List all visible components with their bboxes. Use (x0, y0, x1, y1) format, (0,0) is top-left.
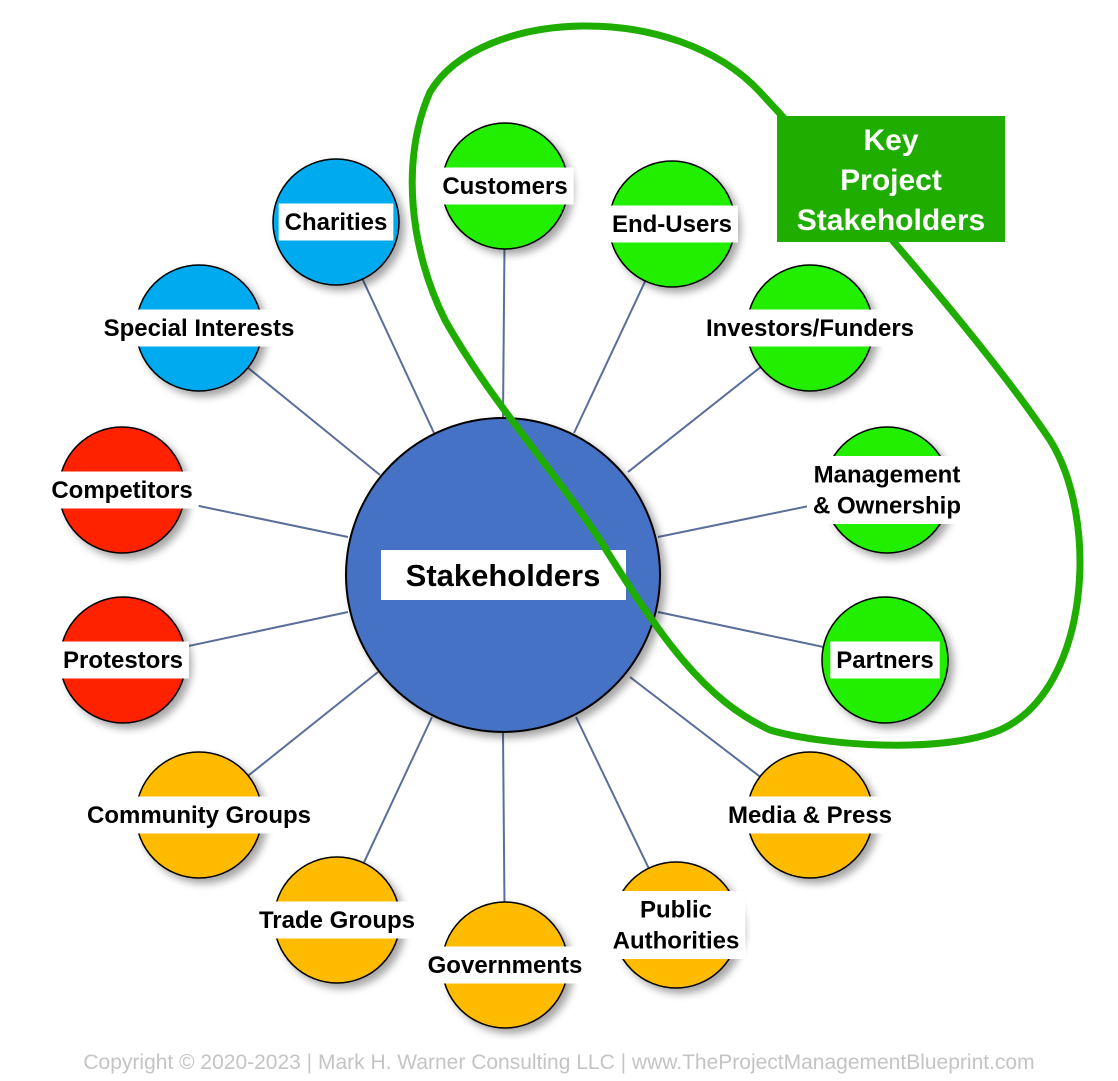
node-governments: Governments (421, 901, 589, 1029)
node-label-partners: Partners (836, 647, 933, 674)
center-label-background (381, 550, 626, 600)
node-label-background-charities (278, 203, 394, 241)
key-box-line-2: Project (840, 164, 942, 197)
node-end-users: End-Users (605, 160, 739, 288)
node-label-background-protestors (56, 641, 190, 679)
node-community-groups: Community Groups (80, 751, 318, 879)
node-label-customers: Customers (442, 173, 567, 200)
key-stakeholders-outline (408, 22, 1084, 749)
node-label-management-ownership-line-1: Management (814, 462, 961, 489)
key-box-background (777, 116, 1005, 242)
node-competitors: Competitors (45, 426, 199, 554)
node-investors-funders: Investors/Funders (699, 264, 921, 392)
node-label-background-management-ownership (806, 456, 968, 524)
node-partners: Partners (821, 596, 949, 724)
node-label-background-investors-funders (699, 309, 921, 347)
node-label-background-end-users (605, 205, 739, 243)
node-label-special-interests: Special Interests (104, 315, 295, 342)
node-label-investors-funders: Investors/Funders (706, 315, 914, 342)
node-label-background-special-interests (97, 309, 301, 347)
node-label-background-community-groups (80, 796, 318, 834)
node-label-end-users: End-Users (612, 211, 732, 238)
stakeholder-nodes: CustomersEnd-UsersInvestors/FundersManag… (45, 122, 968, 1029)
copyright-notice: Copyright © 2020-2023 | Mark H. Warner C… (83, 1051, 1035, 1074)
node-label-background-partners (830, 641, 940, 679)
node-label-background-public-authorities (606, 891, 746, 959)
node-label-public-authorities-line-2: Authorities (613, 928, 740, 955)
stakeholder-diagram: Stakeholders CustomersEnd-UsersInvestors… (45, 22, 1084, 1029)
node-label-competitors: Competitors (51, 477, 192, 504)
node-label-background-media-press (721, 796, 899, 834)
center-label: Stakeholders (406, 558, 601, 593)
node-charities: Charities (272, 158, 400, 286)
node-media-press: Media & Press (721, 751, 899, 879)
key-box-line-1: Key (863, 124, 918, 157)
node-label-background-competitors (45, 471, 199, 509)
node-label-background-trade-groups (252, 901, 422, 939)
node-protestors: Protestors (56, 596, 190, 724)
node-label-governments: Governments (428, 952, 583, 979)
node-label-background-governments (421, 946, 589, 984)
key-stakeholders-box: Key Project Stakeholders (777, 116, 1005, 242)
node-customers: Customers (436, 122, 574, 250)
node-trade-groups: Trade Groups (252, 856, 422, 984)
node-label-background-customers (436, 167, 574, 205)
node-label-public-authorities-line-1: Public (640, 897, 712, 924)
node-label-charities: Charities (285, 209, 388, 236)
node-label-media-press: Media & Press (728, 802, 892, 829)
key-box-line-3: Stakeholders (797, 204, 985, 237)
node-label-community-groups: Community Groups (87, 802, 311, 829)
node-management-ownership: Management & Ownership (806, 426, 968, 554)
node-special-interests: Special Interests (97, 264, 301, 392)
node-label-management-ownership-line-2: & Ownership (813, 493, 961, 520)
node-label-protestors: Protestors (63, 647, 183, 674)
center-node: Stakeholders (345, 417, 661, 733)
node-label-trade-groups: Trade Groups (259, 907, 415, 934)
